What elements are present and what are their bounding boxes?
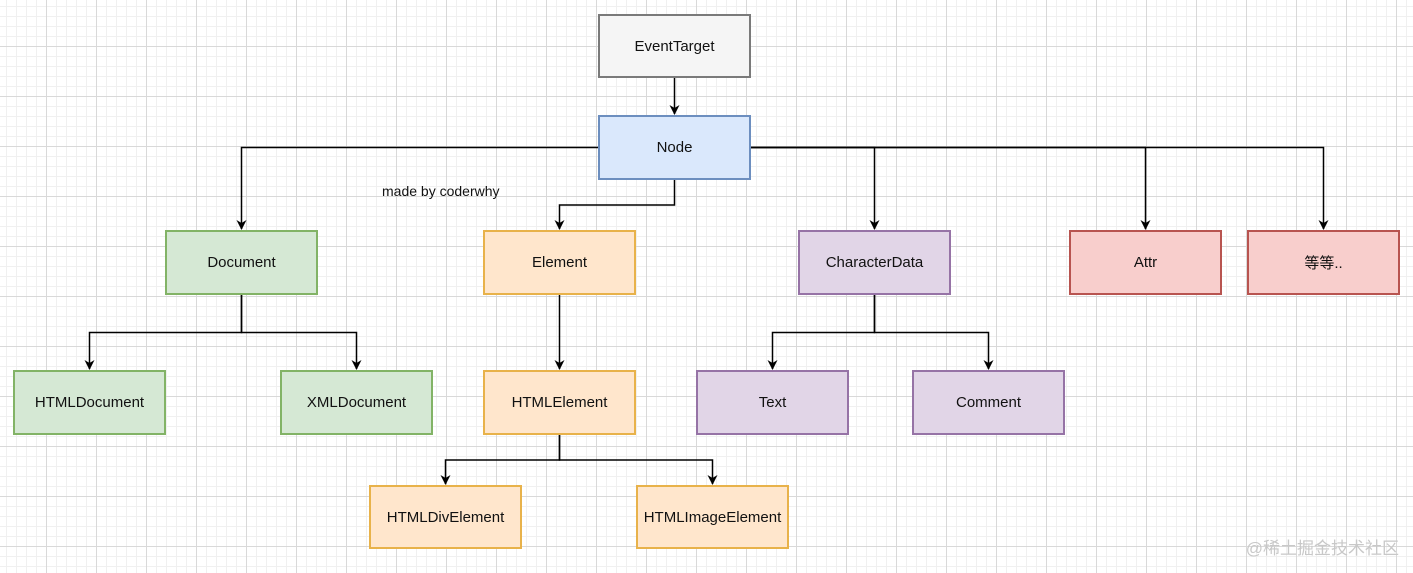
node-htmldivelement: HTMLDivElement: [369, 485, 522, 549]
node-etc: 等等..: [1247, 230, 1400, 295]
node-htmldocument: HTMLDocument: [13, 370, 166, 435]
node-label: HTMLDivElement: [386, 508, 505, 526]
node-label: CharacterData: [825, 254, 924, 271]
node-label: Text: [758, 394, 787, 411]
node-document: Document: [165, 230, 318, 295]
edge-htmlelement-to-htmldivelement: [440, 435, 561, 485]
node-xmldocument: XMLDocument: [280, 370, 433, 435]
edge-document-to-htmldocument: [84, 295, 243, 370]
node-label: EventTarget: [634, 37, 715, 55]
node-label: HTMLElement: [511, 394, 608, 411]
node-eventtarget: EventTarget: [598, 14, 751, 78]
node-label: HTMLImageElement: [643, 508, 782, 526]
node-text: Text: [696, 370, 849, 435]
edge-node-to-element: [554, 180, 676, 230]
node-htmlelement: HTMLElement: [483, 370, 636, 435]
node-label: Node: [656, 139, 693, 156]
node-comment: Comment: [912, 370, 1065, 435]
node-label: Attr: [1133, 254, 1158, 271]
edge-htmlelement-to-htmlimageelement: [558, 435, 718, 485]
edge-document-to-xmldocument: [240, 295, 362, 370]
author-annotation: made by coderwhy: [382, 183, 500, 199]
node-element: Element: [483, 230, 636, 295]
site-watermark: @稀土掘金技术社区: [1245, 539, 1399, 558]
edge-node-to-attr: [751, 146, 1151, 230]
node-attr: Attr: [1069, 230, 1222, 295]
node-label: XMLDocument: [306, 394, 407, 411]
edge-characterdata-to-comment: [873, 295, 994, 370]
edge-node-to-etc: [751, 146, 1329, 230]
node-label: 等等..: [1304, 255, 1343, 272]
node-label: HTMLDocument: [34, 394, 145, 411]
node-node: Node: [598, 115, 751, 180]
node-htmlimageelement: HTMLImageElement: [636, 485, 789, 549]
node-characterdata: CharacterData: [798, 230, 951, 295]
node-label: Comment: [955, 394, 1022, 411]
edge-characterdata-to-text: [767, 295, 876, 370]
edge-node-to-characterdata: [751, 146, 880, 230]
node-label: Document: [207, 254, 276, 271]
node-label: Element: [531, 254, 588, 271]
